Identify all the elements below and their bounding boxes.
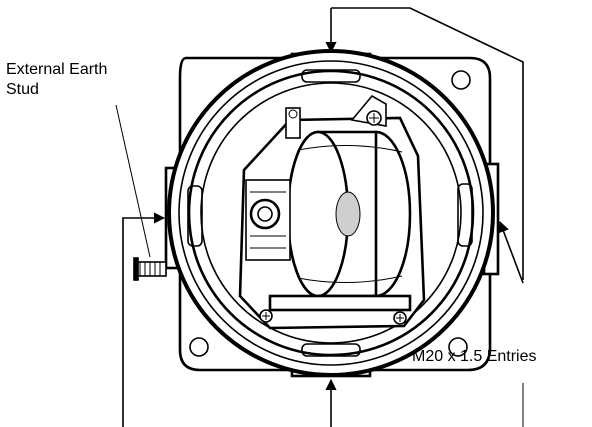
adjust-knob bbox=[249, 198, 281, 230]
earth-stud bbox=[133, 257, 167, 281]
inner-ring bbox=[200, 82, 462, 344]
bottom-slot bbox=[301, 343, 361, 357]
mounting-hole-bottom-left bbox=[189, 337, 209, 357]
ring-3 bbox=[187, 69, 475, 357]
bottom-bar bbox=[268, 294, 412, 312]
left-slot bbox=[187, 185, 203, 247]
callout-lines bbox=[115, 7, 524, 427]
earth-stud-label: External Earth Stud bbox=[6, 61, 108, 98]
top-slot bbox=[301, 69, 361, 83]
ring-2 bbox=[178, 60, 484, 366]
right-slot bbox=[457, 183, 473, 247]
mounting-hole-top-right bbox=[451, 70, 471, 90]
mounting-hole-bottom-right bbox=[448, 337, 468, 357]
entries-label: M20 x 1.5 Entries bbox=[412, 348, 537, 365]
